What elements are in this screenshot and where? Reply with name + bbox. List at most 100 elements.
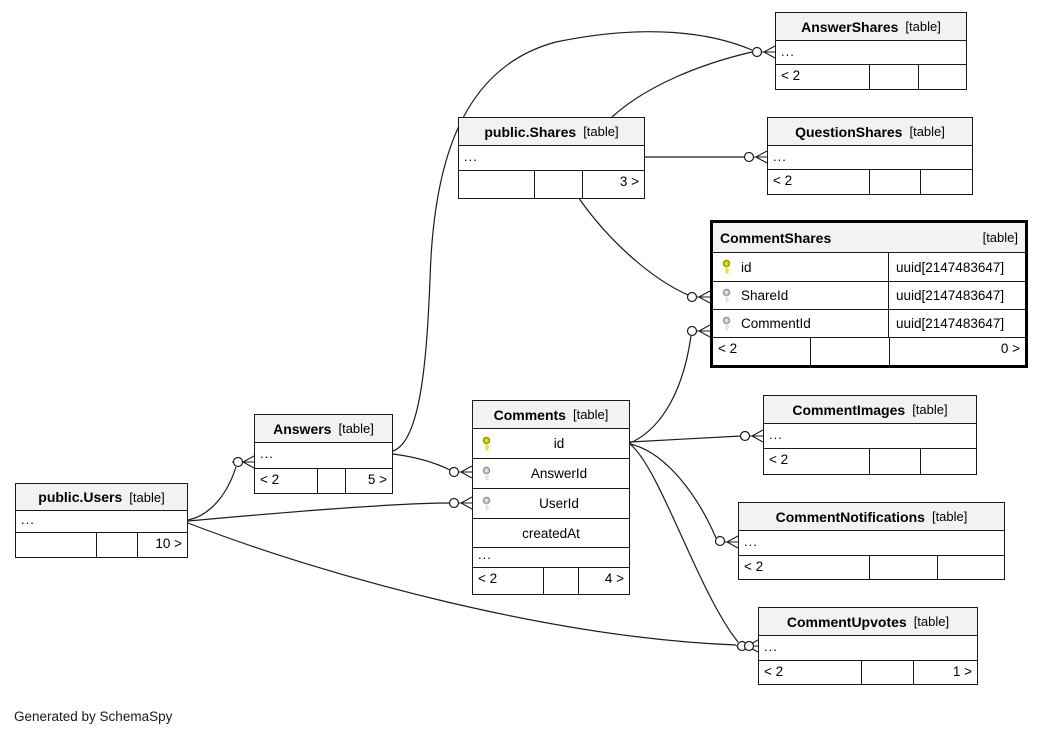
foreign-key-icon (481, 466, 492, 481)
edge-shares-commentshares (577, 196, 689, 296)
column-name: id (553, 436, 565, 451)
table-header: CommentImages [table] (764, 396, 976, 424)
column-row-id: id uuid[2147483647] (713, 253, 1025, 282)
columns-ellipsis: ... (473, 548, 629, 568)
edge-answers-comments (392, 453, 451, 471)
columns-ellipsis: ... (16, 511, 187, 533)
column-name: id (741, 259, 752, 275)
table-node-questionshares[interactable]: QuestionShares [table] ... < 2 (767, 117, 973, 195)
edge-shares-answershares (611, 51, 753, 118)
children-count (919, 65, 966, 89)
edge-comments-commentnotifications (629, 443, 717, 539)
table-node-commentshares[interactable]: CommentShares [table] id uuid[2147483647… (710, 220, 1028, 368)
table-name: public.Users (38, 489, 123, 505)
parents-count: < 2 (773, 173, 793, 188)
degree-row: < 2 4 > (473, 568, 629, 594)
degree-row: < 2 (768, 170, 972, 194)
children-count: 1 > (952, 664, 972, 679)
children-count (921, 449, 976, 474)
columns-ellipsis: ... (255, 443, 392, 469)
parents-count: < 2 (764, 664, 784, 679)
table-name: AnswerShares (801, 18, 899, 35)
parents-count: < 2 (769, 452, 789, 467)
column-row-id: id (473, 429, 629, 459)
children-count: 3 > (619, 174, 639, 189)
edge-comments-commentupvotes (629, 443, 739, 643)
table-header: CommentUpvotes [table] (759, 608, 977, 636)
table-name: CommentImages (792, 401, 906, 418)
table-name: CommentUpvotes (786, 613, 907, 630)
degree-row: < 2 5 > (255, 469, 392, 493)
table-tag: [table] (129, 489, 165, 505)
table-header: public.Shares [table] (459, 118, 644, 146)
column-row-shareid: ShareId uuid[2147483647] (713, 282, 1025, 310)
column-name: ShareId (741, 288, 789, 303)
parents-count: < 2 (478, 571, 498, 586)
parents-count (459, 171, 534, 198)
columns-ellipsis: ... (764, 424, 976, 449)
edge-comments-commentimages (629, 435, 742, 443)
edge-comments-commentshares (629, 335, 692, 444)
table-tag: [table] (583, 124, 619, 139)
foreign-key-icon (481, 496, 492, 511)
degree-row: < 2 1 > (759, 661, 977, 684)
table-header: CommentNotifications [table] (739, 503, 1004, 531)
table-name: public.Shares (484, 123, 577, 140)
primary-key-icon (481, 436, 492, 451)
children-count (921, 170, 972, 194)
table-node-comments[interactable]: Comments [table] id AnswerId UserId crea… (472, 400, 630, 595)
table-name: CommentNotifications (775, 508, 925, 525)
table-node-answershares[interactable]: AnswerShares [table] ... < 2 (775, 12, 967, 90)
table-node-commentupvotes[interactable]: CommentUpvotes [table] ... < 2 1 > (758, 607, 978, 685)
table-node-shares[interactable]: public.Shares [table] ... 3 > (458, 117, 645, 199)
column-name: CommentId (741, 316, 811, 331)
columns-ellipsis: ... (768, 146, 972, 170)
table-header: Answers [table] (255, 415, 392, 443)
column-row-commentid: CommentId uuid[2147483647] (713, 310, 1025, 338)
table-tag: [table] (913, 614, 950, 629)
column-type: uuid[2147483647] (896, 288, 1005, 303)
column-row-answerid: AnswerId (473, 459, 629, 489)
generator-caption: Generated by SchemaSpy (14, 709, 173, 724)
column-name: UserId (539, 496, 579, 511)
table-node-commentnotifications[interactable]: CommentNotifications [table] ... < 2 (738, 502, 1005, 580)
table-tag: [table] (982, 230, 1018, 245)
edge-users-commentupvotes (187, 522, 737, 646)
foreign-key-icon (721, 288, 732, 303)
primary-key-icon (721, 259, 732, 275)
table-name: Answers (273, 420, 332, 437)
columns-ellipsis: ... (759, 636, 977, 661)
table-name: QuestionShares (795, 123, 903, 140)
table-tag: [table] (909, 124, 945, 139)
column-row-createdat: createdAt (473, 519, 629, 548)
column-row-userid: UserId (473, 489, 629, 519)
table-tag: [table] (912, 402, 948, 417)
edge-users-answers (187, 466, 237, 521)
table-header: Comments [table] (473, 401, 629, 429)
children-count: 0 > (1000, 341, 1020, 356)
column-name: createdAt (522, 525, 580, 541)
children-count: 5 > (367, 472, 387, 487)
table-tag: [table] (338, 421, 374, 436)
children-count (938, 556, 1004, 579)
table-node-answers[interactable]: Answers [table] ... < 2 5 > (254, 414, 393, 494)
edge-answers-answershares (392, 31, 753, 452)
degree-row: 3 > (459, 171, 644, 198)
degree-row: < 2 (776, 65, 966, 89)
table-tag: [table] (572, 407, 609, 422)
table-header: AnswerShares [table] (776, 13, 966, 41)
parents-count: < 2 (781, 68, 801, 83)
parents-count: < 2 (260, 472, 280, 487)
children-count: 4 > (604, 571, 624, 586)
table-header: public.Users [table] (16, 484, 187, 511)
column-type: uuid[2147483647] (896, 316, 1005, 331)
table-name: CommentShares (720, 229, 832, 246)
columns-ellipsis: ... (776, 41, 966, 65)
table-tag: [table] (905, 19, 941, 34)
degree-row: < 2 0 > (713, 338, 1025, 365)
table-node-commentimages[interactable]: CommentImages [table] ... < 2 (763, 395, 977, 475)
table-node-users[interactable]: public.Users [table] ... 10 > (15, 483, 188, 558)
column-name: AnswerId (530, 466, 588, 481)
